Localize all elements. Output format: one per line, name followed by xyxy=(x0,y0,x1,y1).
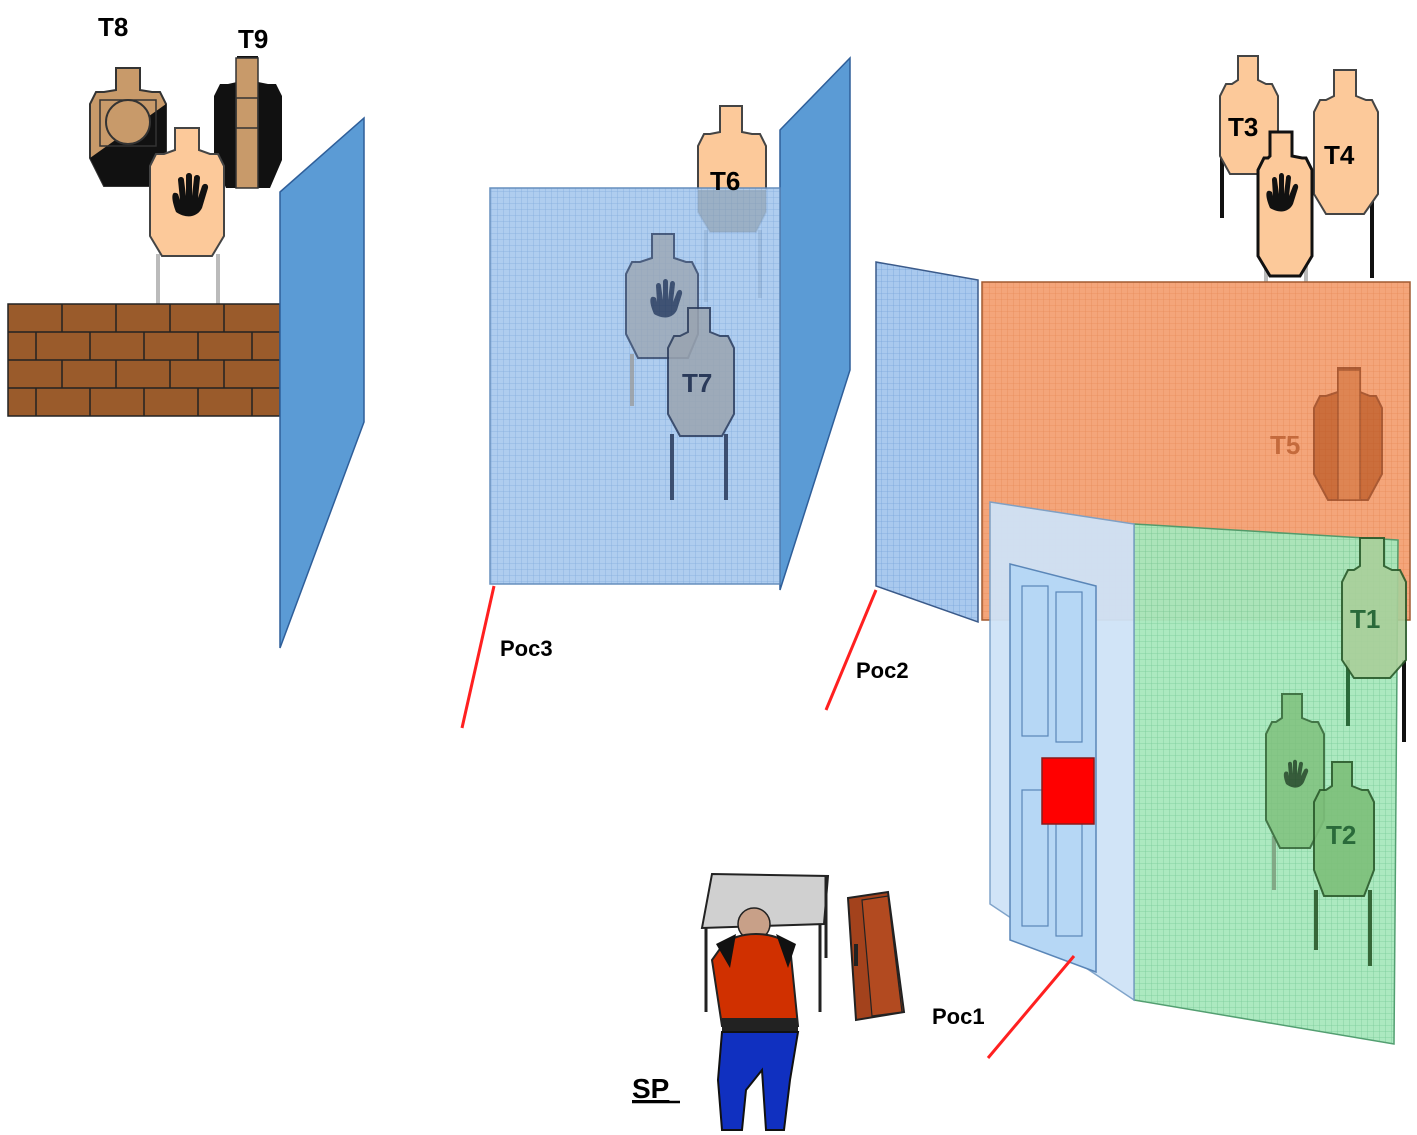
center-area: T6 T7 Poc3 xyxy=(460,56,851,729)
no-shoot-target-green xyxy=(1265,693,1325,890)
target-t1 xyxy=(1341,537,1407,742)
label-t9: T9 xyxy=(238,24,268,54)
target-t2 xyxy=(1313,761,1375,966)
label-poc2: Poc2 xyxy=(856,658,909,683)
target-t5 xyxy=(1313,367,1383,501)
label-t4: T4 xyxy=(1324,140,1355,170)
target-t7 xyxy=(667,307,735,500)
start-position-area: SP xyxy=(632,872,906,1131)
target-t6-behind-mesh xyxy=(698,190,766,232)
label-t5: T5 xyxy=(1270,430,1300,460)
poc3-line xyxy=(460,585,496,729)
label-t6: T6 xyxy=(710,166,740,196)
poc1-line xyxy=(986,955,1076,1059)
wall-left-blue xyxy=(279,116,365,649)
wall-center-side xyxy=(779,56,851,591)
left-area: T8 T9 xyxy=(7,12,365,649)
label-t3: T3 xyxy=(1228,112,1258,142)
hand-icon xyxy=(172,173,209,217)
door-poc1 xyxy=(989,501,1135,1002)
table xyxy=(700,872,830,1012)
target-t8 xyxy=(89,67,167,187)
door-red-square xyxy=(1041,757,1095,825)
hand-icon xyxy=(1283,759,1309,788)
label-t1: T1 xyxy=(1350,604,1380,634)
label-t8: T8 xyxy=(98,12,128,42)
no-shoot-target-left xyxy=(149,127,225,304)
shooter xyxy=(710,907,800,1131)
right-area: T3 T4 T5 Poc2 T1 xyxy=(824,55,1411,1059)
target-t4 xyxy=(1313,69,1379,278)
label-t2: T2 xyxy=(1326,820,1356,850)
label-t7: T7 xyxy=(682,368,712,398)
label-start-position: SP xyxy=(632,1073,669,1104)
hand-icon xyxy=(650,279,683,318)
label-poc1: Poc1 xyxy=(932,1004,985,1029)
no-shoot-target-right xyxy=(1256,130,1314,330)
brick-wall xyxy=(7,303,281,417)
mesh-panel-center xyxy=(489,187,781,585)
label-poc3: Poc3 xyxy=(500,636,553,661)
hand-icon xyxy=(1266,173,1299,212)
mesh-panel-poc2 xyxy=(875,261,979,624)
target-t9 xyxy=(214,56,282,189)
small-door xyxy=(846,890,906,1022)
poc2-line xyxy=(824,589,878,711)
